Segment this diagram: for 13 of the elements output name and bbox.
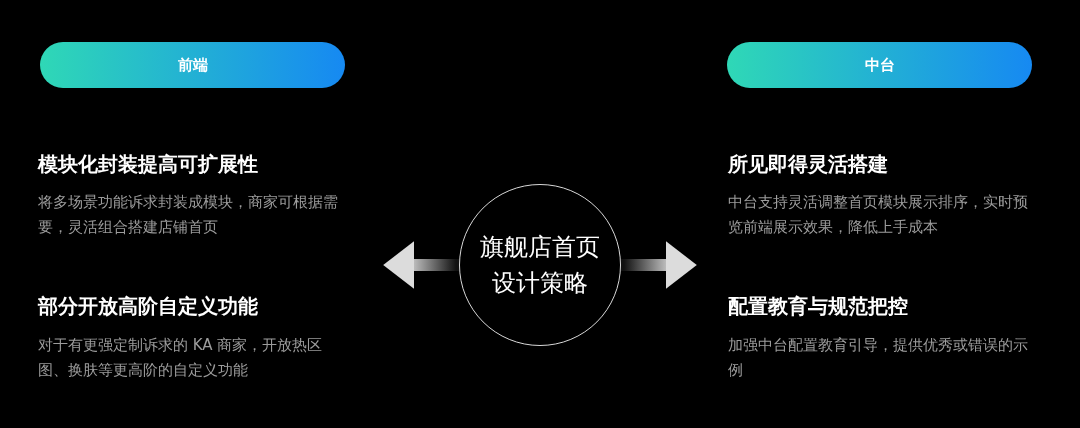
section-heading: 模块化封装提高可扩展性 (38, 151, 258, 178)
section-heading: 配置教育与规范把控 (728, 293, 908, 320)
section-heading: 部分开放高阶自定义功能 (38, 293, 258, 320)
description-text: 中台支持灵活调整首页模块展示排序，实时预览前端展示效果，降低上手成本 (728, 192, 1029, 238)
section-heading: 所见即得灵活搭建 (728, 151, 888, 178)
center-title: 旗舰店首页设计策略 (479, 232, 601, 299)
arrow (621, 241, 697, 289)
description-text: 加强中台配置教育引导，提供优秀或错误的示例 (728, 335, 1029, 381)
description-text: 对于有更强定制诉求的 KA 商家，开放热区图、换肤等更高阶的自定义功能 (38, 335, 324, 381)
category-pill: 前端 (40, 42, 345, 88)
category-pill: 中台 (727, 42, 1032, 88)
description-text: 将多场景功能诉求封装成模块，商家可根据需要，灵活组合搭建店铺首页 (38, 192, 339, 238)
arrow (383, 241, 459, 289)
